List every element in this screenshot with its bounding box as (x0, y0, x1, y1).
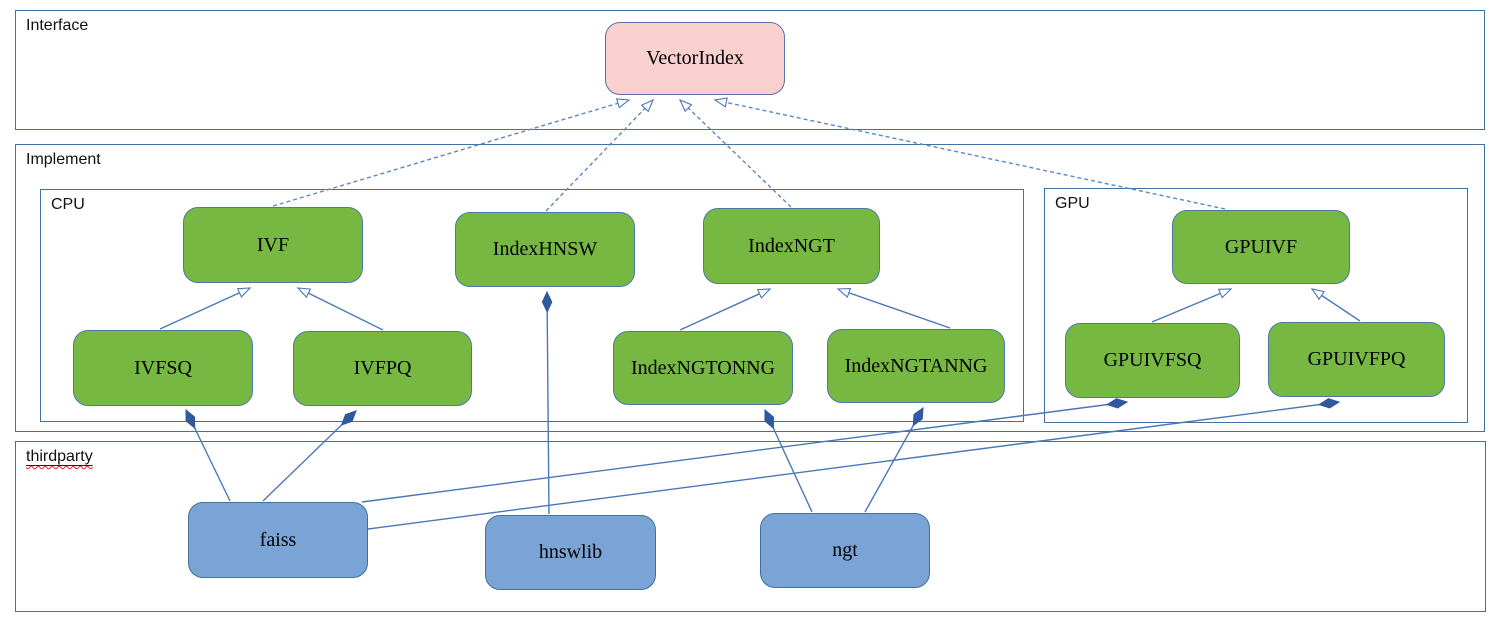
node-indexngtonng[interactable]: IndexNGTONNG (613, 331, 793, 405)
node-indexngtonng-label: IndexNGTONNG (630, 356, 776, 379)
node-indexngt-label: IndexNGT (748, 234, 835, 257)
node-indexngtanng[interactable]: IndexNGTANNG (827, 329, 1005, 403)
container-implement-label: Implement (26, 151, 101, 168)
node-ivf[interactable]: IVF (183, 207, 363, 283)
container-thirdparty-label: thirdparty (26, 448, 93, 466)
node-ivfsq[interactable]: IVFSQ (73, 330, 253, 406)
node-indexhnsw[interactable]: IndexHNSW (455, 212, 635, 287)
node-ngt-label: ngt (832, 539, 858, 561)
node-hnswlib[interactable]: hnswlib (485, 515, 656, 590)
node-gpuivfpq-label: GPUIVFPQ (1307, 348, 1406, 370)
node-ivf-label: IVF (256, 233, 290, 256)
container-thirdparty-label-text: thirdparty (26, 448, 93, 465)
node-vectorindex-label: VectorIndex (646, 47, 744, 69)
node-gpuivf-label: GPUIVF (1224, 235, 1298, 258)
node-gpuivfsq[interactable]: GPUIVFSQ (1065, 323, 1240, 398)
node-faiss[interactable]: faiss (188, 502, 368, 578)
node-hnswlib-label: hnswlib (538, 541, 603, 563)
node-ivfpq-label: IVFPQ (353, 357, 412, 379)
node-indexngt[interactable]: IndexNGT (703, 208, 880, 284)
node-indexhnsw-label: IndexHNSW (492, 238, 598, 260)
node-ngt[interactable]: ngt (760, 513, 930, 588)
container-interface-label: Interface (26, 17, 89, 34)
node-faiss-label: faiss (259, 528, 297, 551)
container-cpu-label: CPU (51, 196, 85, 213)
node-ivfsq-label: IVFSQ (134, 356, 192, 379)
node-gpuivf[interactable]: GPUIVF (1172, 210, 1350, 284)
node-ivfpq[interactable]: IVFPQ (293, 331, 472, 406)
container-gpu-label: GPU (1055, 195, 1090, 212)
node-gpuivfpq[interactable]: GPUIVFPQ (1268, 322, 1445, 397)
node-gpuivfsq-label: GPUIVFSQ (1103, 349, 1202, 371)
node-indexngtanng-label: IndexNGTANNG (844, 354, 988, 377)
node-vectorindex[interactable]: VectorIndex (605, 22, 785, 95)
